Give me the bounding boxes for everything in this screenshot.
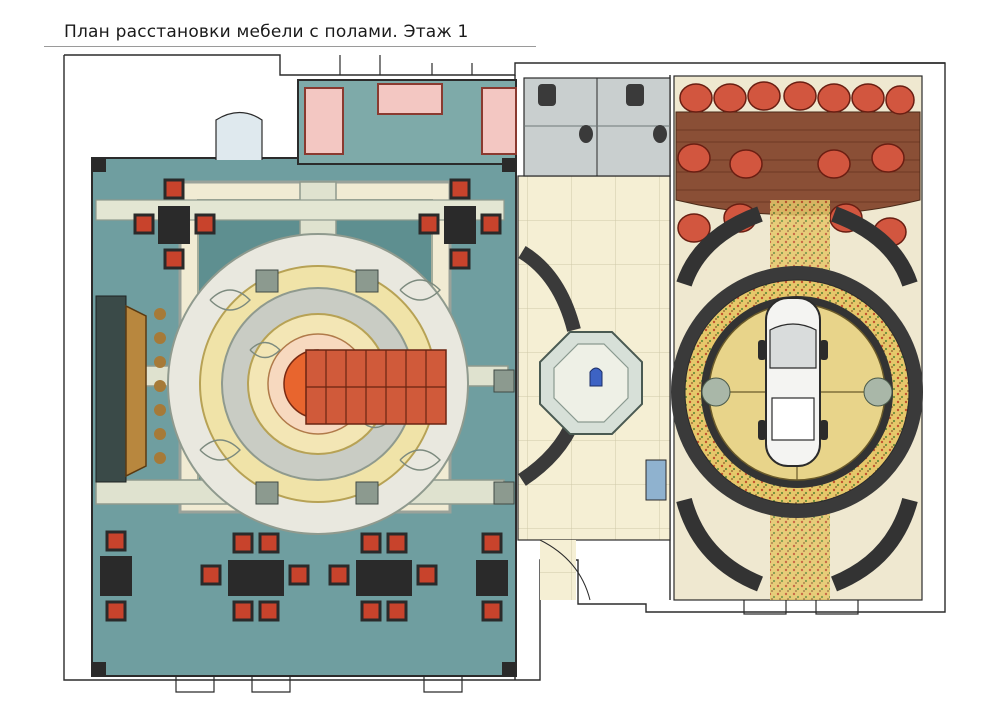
table-set-bottom-right xyxy=(476,532,508,622)
table-set-bottom-mid-right xyxy=(328,532,438,622)
window-left xyxy=(304,87,344,155)
car-icon xyxy=(758,297,828,467)
corridor-window xyxy=(645,459,667,501)
title-underline xyxy=(44,46,536,47)
window-top xyxy=(377,83,443,115)
toilet-icon xyxy=(626,84,644,106)
spiral-staircase xyxy=(283,349,447,425)
plan-title: План расстановки мебели с полами. Этаж 1 xyxy=(64,22,469,42)
table-set-top-right xyxy=(418,178,502,270)
dining-sets xyxy=(100,178,508,622)
armchairs xyxy=(677,81,915,247)
fountain-icon xyxy=(589,367,603,387)
table-set-bottom-mid-left xyxy=(200,532,310,622)
table-set-bottom-left xyxy=(100,530,132,622)
octagon-vestibule xyxy=(539,331,643,435)
wall-niches xyxy=(175,55,859,693)
table-set-top-left xyxy=(133,178,216,270)
sofa-icon xyxy=(95,295,166,483)
toilet-icon xyxy=(538,84,556,106)
garage-room xyxy=(671,75,923,601)
entry-door xyxy=(215,111,263,160)
window-right xyxy=(481,87,517,155)
bathroom-block xyxy=(523,77,671,177)
